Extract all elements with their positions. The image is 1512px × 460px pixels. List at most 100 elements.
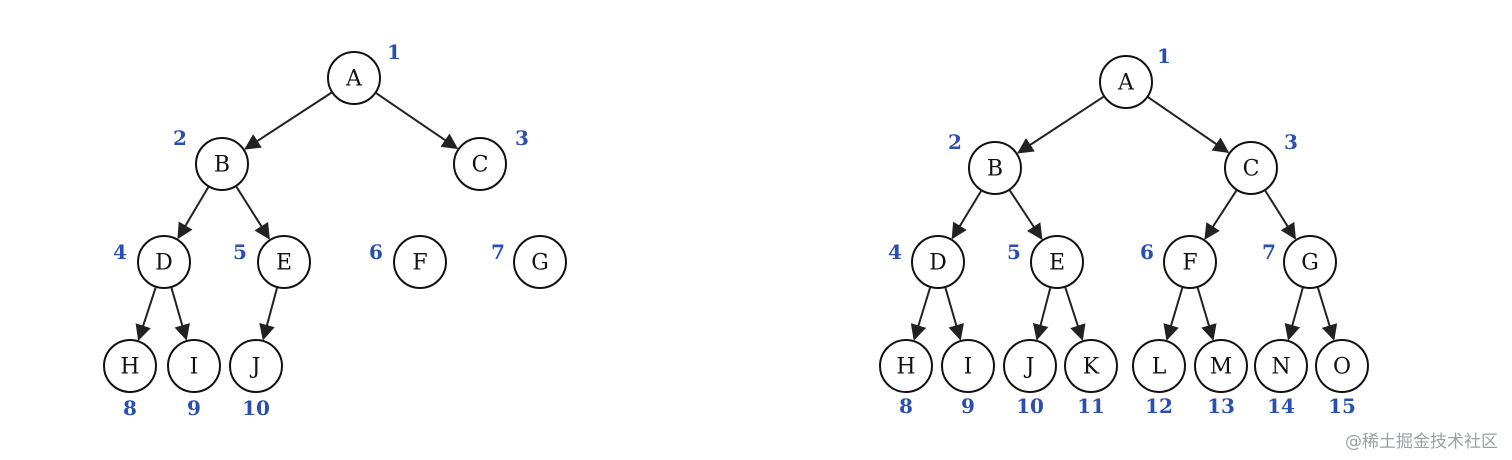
tree-node-E: E5 xyxy=(233,235,311,289)
tree-node-D: D4 xyxy=(888,235,965,289)
node-index-label: 3 xyxy=(1284,130,1298,154)
node-label: K xyxy=(1083,355,1100,380)
node-index-label: 5 xyxy=(1007,240,1021,264)
edge-D-I xyxy=(170,287,190,341)
tree-node-G: G7 xyxy=(491,235,567,289)
edge-C-F xyxy=(1204,190,1238,240)
node-label: E xyxy=(276,251,292,276)
edge-B-D xyxy=(177,186,210,240)
node-label: A xyxy=(345,67,363,92)
node-index-label: 12 xyxy=(1145,394,1173,418)
edge-E-K xyxy=(1064,287,1086,341)
edge-A-C xyxy=(1147,96,1230,154)
node-index-label: 14 xyxy=(1267,394,1295,418)
tree-node-J: J10 xyxy=(1003,339,1057,418)
tree-node-F: F6 xyxy=(1140,235,1217,289)
node-index-label: 15 xyxy=(1328,394,1356,418)
edge-F-L xyxy=(1163,287,1184,341)
node-circle xyxy=(103,339,157,393)
node-label: E xyxy=(1049,251,1065,276)
node-index-label: 6 xyxy=(1140,240,1154,264)
node-circle xyxy=(941,339,995,393)
edge-G-O xyxy=(1316,287,1338,341)
node-index-label: 2 xyxy=(173,126,187,150)
edge-E-J xyxy=(259,287,278,341)
node-label: B xyxy=(214,153,230,178)
node-index-label: 7 xyxy=(491,240,505,264)
tree-node-H: H8 xyxy=(103,339,157,420)
node-index-label: 1 xyxy=(387,40,401,64)
node-circle xyxy=(1194,339,1248,393)
node-index-label: 9 xyxy=(187,396,201,420)
edge-G-N xyxy=(1284,287,1304,341)
tree-node-M: M13 xyxy=(1194,339,1248,418)
node-circle xyxy=(1224,141,1278,195)
edge-D-H xyxy=(910,287,932,341)
tree-node-A: A1 xyxy=(327,40,401,105)
tree-node-K: K 11 xyxy=(1064,339,1118,418)
tree-node-L: L 12 xyxy=(1132,339,1186,418)
node-circle xyxy=(1030,235,1084,289)
node-circle xyxy=(137,235,191,289)
tree-node-H: H8 xyxy=(879,339,933,418)
node-label: B xyxy=(987,157,1003,182)
node-index-label: 5 xyxy=(233,240,247,264)
node-label: N xyxy=(1271,355,1290,380)
node-label: O xyxy=(1333,355,1351,380)
tree-node-N: N 14 xyxy=(1254,339,1308,418)
node-circle xyxy=(879,339,933,393)
tree-node-G: G7 xyxy=(1262,235,1337,289)
node-index-label: 11 xyxy=(1077,394,1105,418)
edge-B-E xyxy=(235,186,270,240)
tree-node-I: I9 xyxy=(941,339,995,418)
node-label: D xyxy=(929,251,947,276)
tree-node-B: B2 xyxy=(173,126,249,191)
node-index-label: 10 xyxy=(242,396,270,420)
node-label: G xyxy=(531,251,549,276)
node-circle xyxy=(327,51,381,105)
node-label: C xyxy=(1243,157,1260,182)
node-index-label: 3 xyxy=(515,126,529,150)
node-label: F xyxy=(412,251,427,276)
watermark-text: @稀土掘金技术社区 xyxy=(1345,432,1498,452)
edge-B-E xyxy=(1009,189,1043,240)
node-circle xyxy=(968,141,1022,195)
node-index-label: 2 xyxy=(948,130,962,154)
node-label: L xyxy=(1152,355,1167,380)
node-circle xyxy=(1254,339,1308,393)
node-circle xyxy=(1283,235,1337,289)
edge-B-D xyxy=(951,190,982,240)
node-label: M xyxy=(1210,355,1233,380)
tree-node-C: C3 xyxy=(1224,130,1298,195)
node-index-label: 4 xyxy=(113,240,127,264)
tree-node-A: A1 xyxy=(1099,44,1171,109)
node-circle xyxy=(393,235,447,289)
edge-A-B xyxy=(1017,95,1104,154)
node-circle xyxy=(1132,339,1186,393)
node-circle xyxy=(1003,339,1057,393)
node-index-label: 9 xyxy=(961,394,975,418)
node-circle xyxy=(1099,55,1153,109)
edge-C-G xyxy=(1264,190,1296,240)
node-label: A xyxy=(1117,71,1135,96)
node-label: I xyxy=(964,355,973,380)
node-circle xyxy=(167,339,221,393)
node-circle xyxy=(229,339,283,393)
node-circle xyxy=(453,137,507,191)
node-label: D xyxy=(155,251,173,276)
tree-node-C: C3 xyxy=(453,126,529,191)
edge-A-C xyxy=(375,92,459,150)
node-index-label: 4 xyxy=(888,240,902,264)
node-label: G xyxy=(1301,251,1319,276)
node-label: C xyxy=(472,153,489,178)
node-index-label: 8 xyxy=(899,394,913,418)
tree-node-E: E5 xyxy=(1007,235,1084,289)
edge-E-J xyxy=(1032,287,1052,341)
node-label: I xyxy=(190,355,199,380)
node-circle xyxy=(195,137,249,191)
edge-D-H xyxy=(135,287,157,341)
node-circle xyxy=(257,235,311,289)
node-circle xyxy=(1064,339,1118,393)
